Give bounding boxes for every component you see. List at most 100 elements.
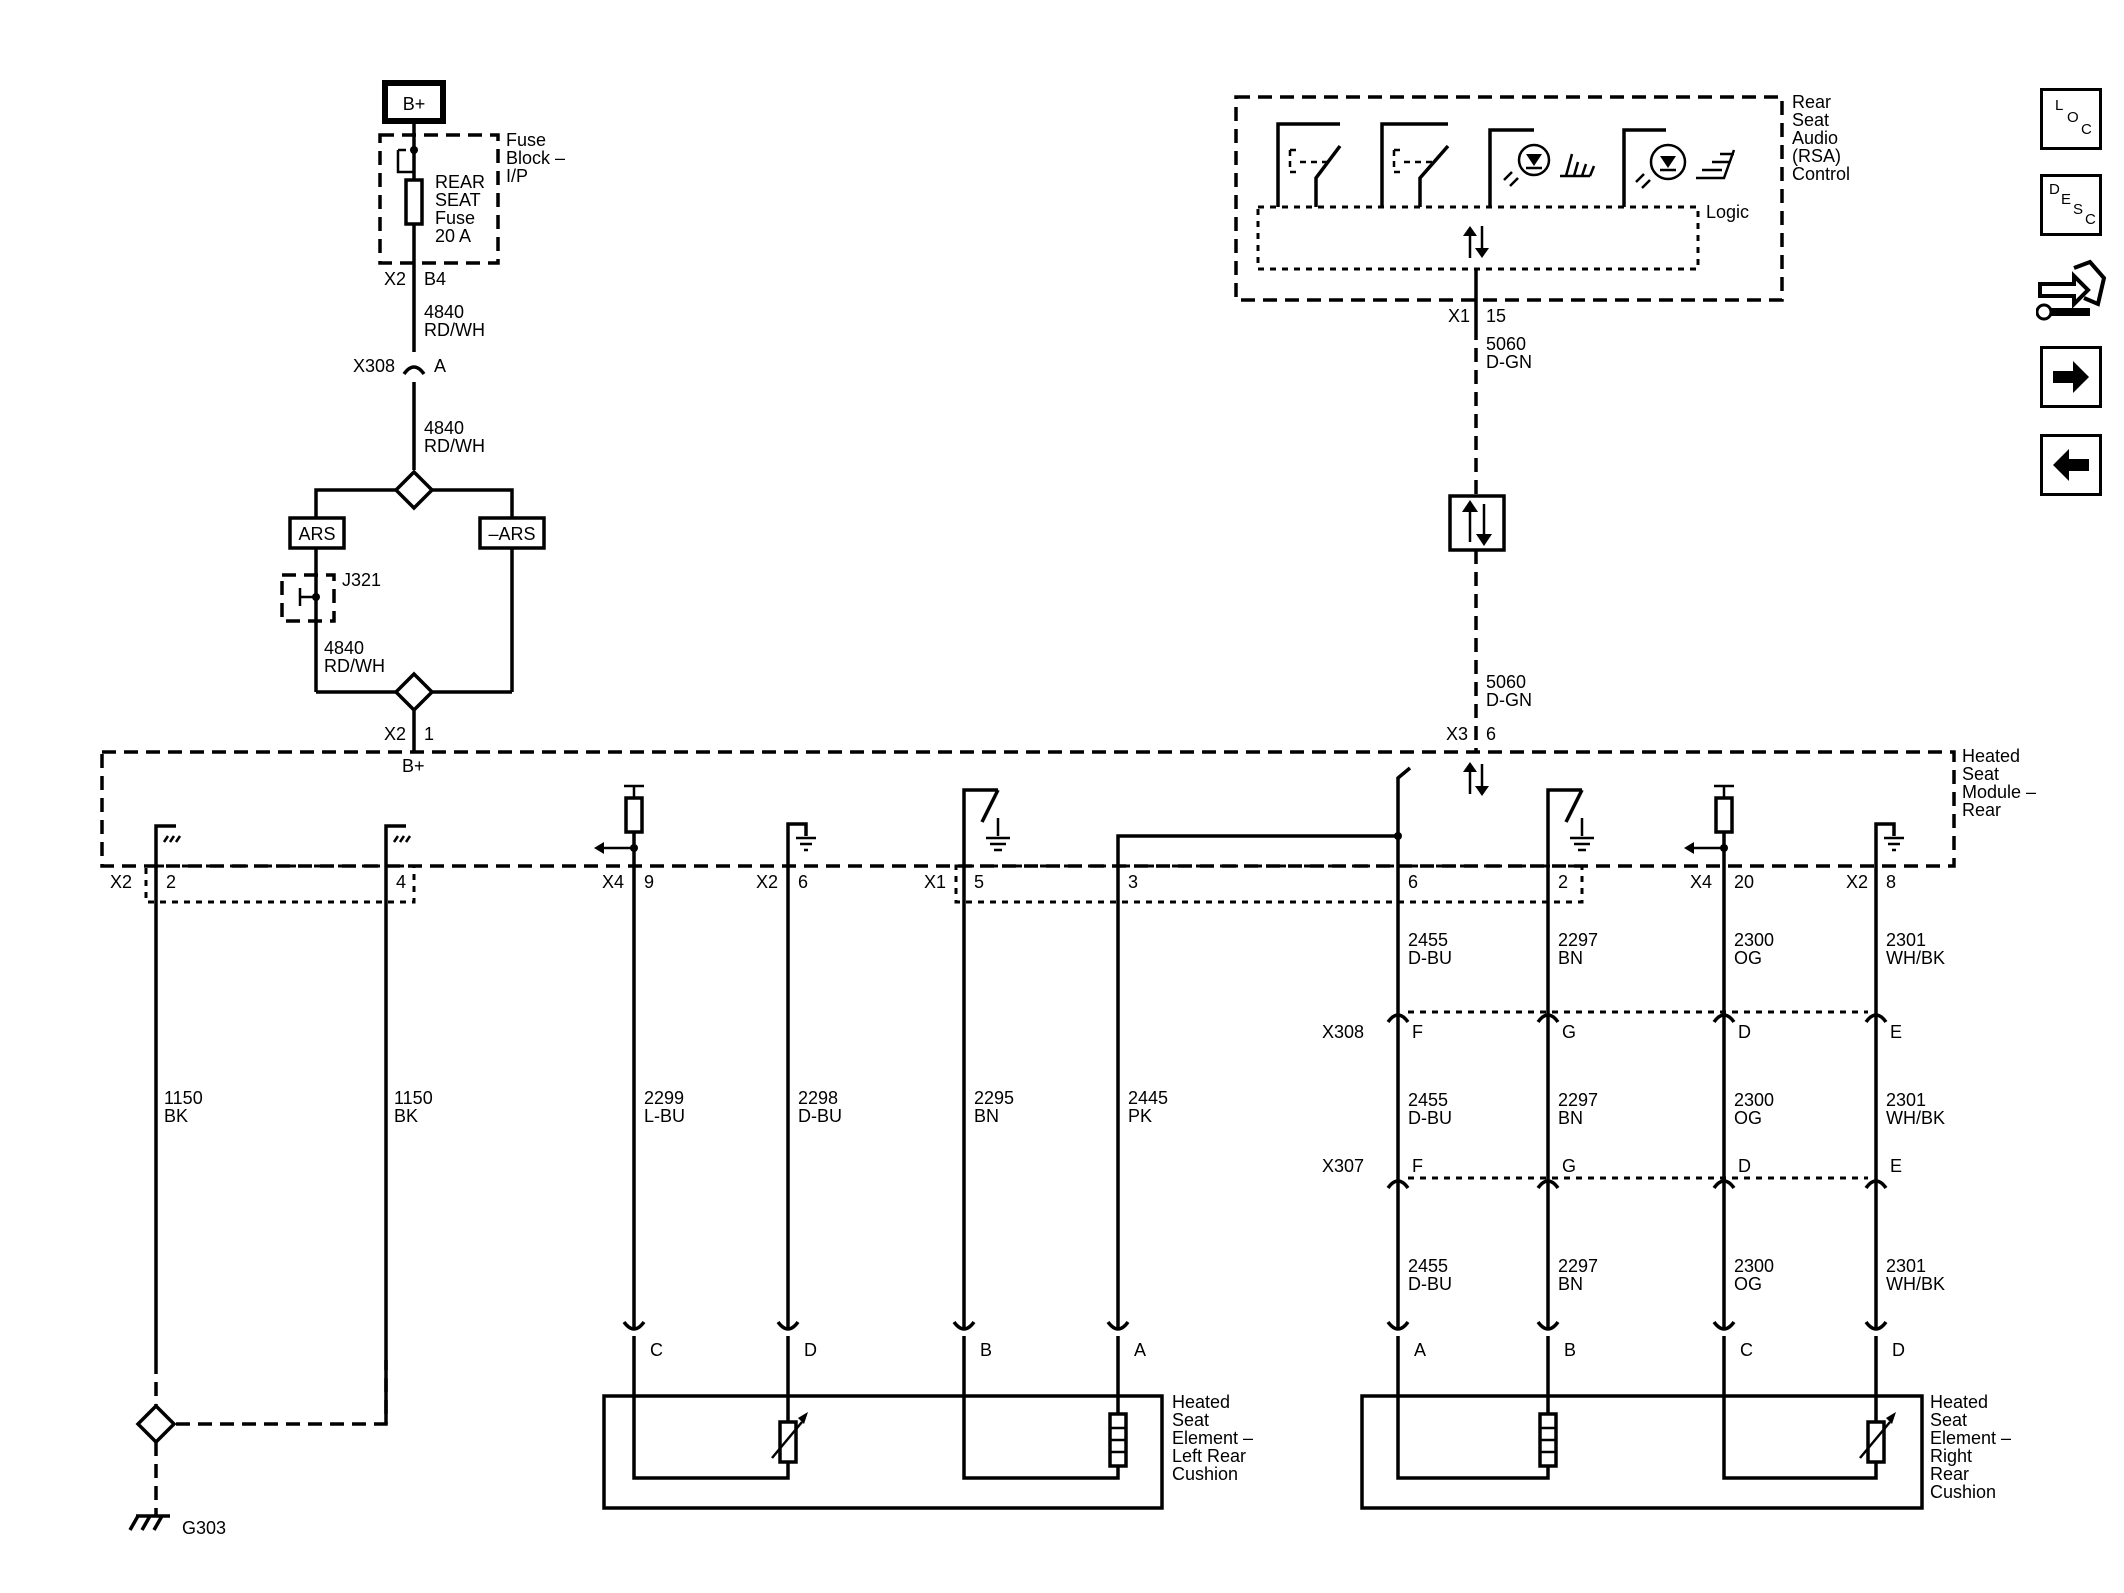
svg-text:OG: OG (1734, 948, 1762, 968)
ars-option-box (288, 516, 346, 550)
svg-text:C: C (1740, 1340, 1753, 1360)
svg-text:BN: BN (1558, 1108, 1583, 1128)
svg-text:20: 20 (1734, 872, 1754, 892)
svg-text:L-BU: L-BU (644, 1106, 685, 1126)
svg-text:WH/BK: WH/BK (1886, 948, 1945, 968)
fuse-label: REAR SEAT Fuse 20 A (435, 172, 485, 246)
svg-text:G303: G303 (182, 1518, 226, 1538)
svg-text:2455: 2455 (1408, 1090, 1448, 1110)
x2-pin-group-left (144, 864, 416, 904)
svg-text:Fuse: Fuse (506, 130, 546, 150)
svg-text:X2: X2 (110, 872, 132, 892)
svg-text:2300: 2300 (1734, 930, 1774, 950)
svg-text:PK: PK (1128, 1106, 1152, 1126)
ars-option-label: ARS (298, 524, 335, 544)
svg-text:Seat: Seat (1962, 764, 1999, 784)
svg-text:2: 2 (166, 872, 176, 892)
svg-text:2298: 2298 (798, 1088, 838, 1108)
left-element-connector: C D B A (622, 1320, 1146, 1360)
svg-text:B: B (1564, 1340, 1576, 1360)
location-view-button[interactable]: L O C (2040, 88, 2102, 150)
svg-text:2455: 2455 (1408, 1256, 1448, 1276)
svg-text:D-BU: D-BU (798, 1106, 842, 1126)
svg-text:D-BU: D-BU (1408, 948, 1452, 968)
svg-text:BN: BN (1558, 1274, 1583, 1294)
svg-text:B+: B+ (403, 94, 426, 114)
jumper-label: J321 (342, 570, 381, 590)
svg-text:5: 5 (974, 872, 984, 892)
svg-text:A: A (1134, 1340, 1146, 1360)
svg-text:X2: X2 (756, 872, 778, 892)
right-element-connector: A B C D (1386, 1320, 1905, 1360)
module-ground-pin-8-icon (1874, 822, 1904, 1330)
svg-text:BN: BN (1558, 948, 1583, 968)
fuse-block-label: Fuse Block – I/P (506, 130, 565, 186)
svg-text:Heated: Heated (1930, 1392, 1988, 1412)
svg-text:D: D (804, 1340, 817, 1360)
rsa-color: D-GN (1486, 352, 1532, 372)
module-switch-pin-2-icon (1546, 788, 1594, 1330)
splice-top (393, 469, 435, 511)
module-input-label: B+ (402, 756, 425, 776)
svg-text:2301: 2301 (1886, 930, 1926, 950)
svg-text:3: 3 (1128, 872, 1138, 892)
svg-text:D: D (1738, 1022, 1751, 1042)
svg-text:Heated: Heated (1962, 746, 2020, 766)
no-ars-option-label: –ARS (488, 524, 535, 544)
module-data-arrows-icon (1463, 762, 1489, 796)
diagnostic-tools-icon[interactable] (2036, 254, 2108, 326)
svg-text:20 A: 20 A (435, 226, 471, 246)
svg-text:6: 6 (798, 872, 808, 892)
svg-text:Module –: Module – (1962, 782, 2036, 802)
svg-text:2299: 2299 (644, 1088, 684, 1108)
svg-text:G: G (1562, 1156, 1576, 1176)
svg-text:D-BU: D-BU (1408, 1108, 1452, 1128)
svg-text:BN: BN (974, 1106, 999, 1126)
rsa-logic-block (1256, 205, 1700, 271)
splice-bottom (393, 671, 435, 713)
svg-text:Seat: Seat (1792, 110, 1829, 130)
svg-text:E: E (1890, 1156, 1902, 1176)
rsa-logic-label: Logic (1706, 202, 1749, 222)
svg-text:1150: 1150 (394, 1088, 433, 1108)
svg-text:2301: 2301 (1886, 1090, 1926, 1110)
previous-page-button[interactable] (2040, 434, 2102, 496)
arrow-left-icon (2053, 449, 2089, 481)
fuse-block-outline (378, 133, 500, 265)
svg-text:OG: OG (1734, 1274, 1762, 1294)
svg-text:SEAT: SEAT (435, 190, 481, 210)
svg-text:Seat: Seat (1172, 1410, 1209, 1430)
module-ground-pin-2-icon (154, 824, 182, 1360)
svg-text:Cushion: Cushion (1172, 1464, 1238, 1484)
svg-text:X308: X308 (1322, 1022, 1364, 1042)
svg-text:A: A (434, 356, 446, 376)
svg-text:Element –: Element – (1930, 1428, 2011, 1448)
connector-x307: X307 F G D E (1322, 1156, 1902, 1190)
svg-text:X2: X2 (1846, 872, 1868, 892)
next-page-button[interactable] (2040, 346, 2102, 408)
module-input-connector: X2 (384, 724, 406, 744)
module-pullup-pin-9-icon (594, 784, 644, 1330)
module-internal-link-pin-3-pin-6 (1116, 766, 1412, 1330)
svg-text:Audio: Audio (1792, 128, 1838, 148)
description-view-button[interactable]: D E S C (2040, 174, 2102, 236)
rsa-control-label: Rear Seat Audio (RSA) Control (1792, 92, 1850, 184)
svg-text:OG: OG (1734, 1108, 1762, 1128)
arrow-right-icon (2053, 361, 2089, 393)
right-heated-seat-element (1360, 1336, 1924, 1510)
svg-text:X308: X308 (353, 356, 395, 376)
rsa-indicator-right-seat-icon (1622, 128, 1736, 207)
heated-seat-module-label: Heated Seat Module – Rear (1962, 746, 2036, 820)
svg-text:2300: 2300 (1734, 1090, 1774, 1110)
svg-text:D: D (1738, 1156, 1751, 1176)
svg-text:BK: BK (164, 1106, 188, 1126)
svg-text:Block –: Block – (506, 148, 565, 168)
svg-text:A: A (1414, 1340, 1426, 1360)
jumper-circuit: 4840 (324, 638, 364, 658)
svg-text:Cushion: Cushion (1930, 1482, 1996, 1502)
battery-source: B+ (382, 80, 446, 124)
svg-text:WH/BK: WH/BK (1886, 1274, 1945, 1294)
